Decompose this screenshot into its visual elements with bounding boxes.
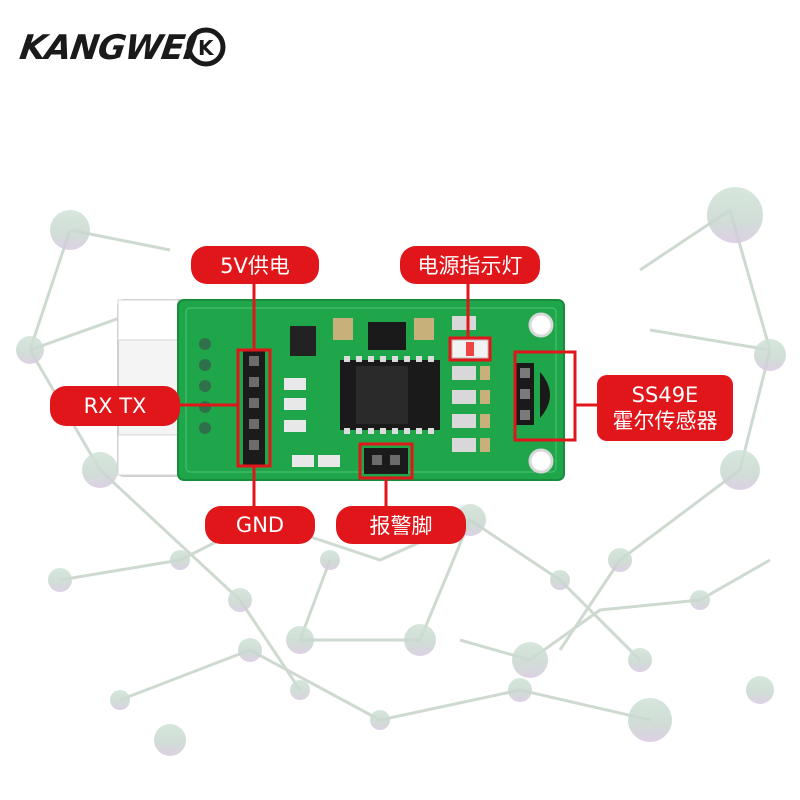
mounting-hole [528,448,554,474]
label-alarm-pin: 报警脚 [336,506,466,544]
label-power: 5V供电 [191,246,319,284]
label-gnd: GND [205,506,315,544]
brand-logo-icon: K [186,27,226,67]
smd-chip [290,326,316,356]
label-hall-sensor-desc: 霍尔传感器 [612,409,718,433]
label-hall-sensor-model: SS49E [631,383,699,407]
label-rx-tx: RX TX [50,386,180,426]
alarm-header [364,448,408,474]
mounting-hole [528,312,554,338]
label-hall-sensor: SS49E 霍尔传感器 [597,375,733,441]
label-power-led: 电源指示灯 [400,246,540,284]
brand-logo-letter: K [198,36,215,60]
hall-sensor [540,372,550,418]
